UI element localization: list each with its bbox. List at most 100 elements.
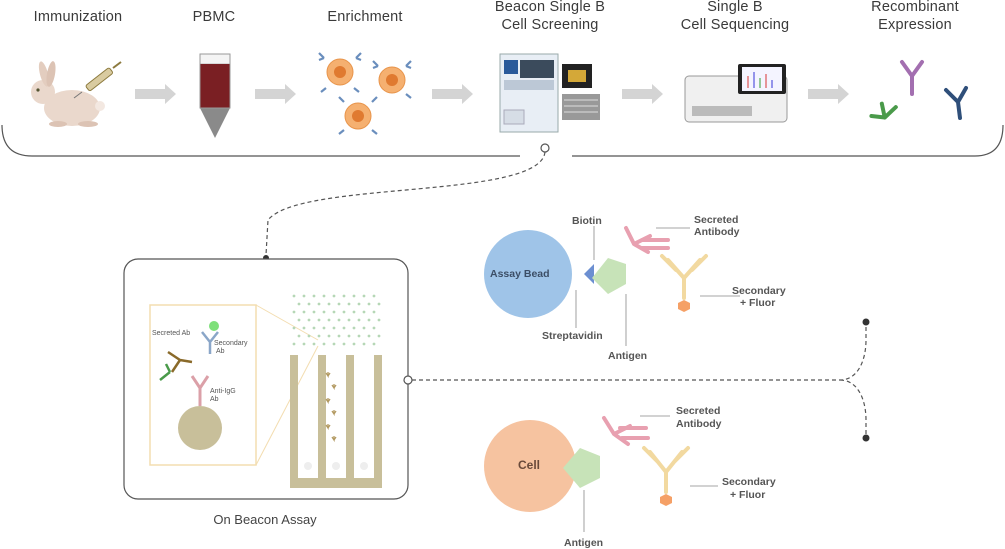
assay-caption: On Beacon Assay <box>213 512 317 527</box>
chip-dot <box>367 318 371 322</box>
dashed-connector-top <box>265 151 546 256</box>
chip-dot <box>327 302 331 306</box>
chip-dot <box>337 334 341 338</box>
chip-dot <box>332 342 336 346</box>
chip-dot <box>347 334 351 338</box>
label-cell-secondary-2: + Fluor <box>730 489 766 501</box>
chip-dot <box>357 318 361 322</box>
chip-dot <box>297 318 301 322</box>
chip-dot <box>322 310 326 314</box>
assay-bead <box>484 230 572 318</box>
step-label-immunization: Immunization <box>33 9 123 25</box>
label-cell-secondary-1: Secondary <box>722 476 776 488</box>
chip-dot <box>357 302 361 306</box>
chip-dot <box>342 310 346 314</box>
label-cell-antigen: Antigen <box>564 537 604 549</box>
sequencer-icon <box>684 64 788 123</box>
chip-dot <box>367 302 371 306</box>
chip-dot <box>312 326 316 330</box>
bead-secondary-ab <box>660 254 708 300</box>
chip-dot <box>362 294 366 298</box>
chip-dot <box>302 326 306 330</box>
dashed-connector-right <box>412 324 867 438</box>
label-bead-secreted-2: Antibody <box>694 226 740 238</box>
chip-dot <box>327 334 331 338</box>
chip-dot <box>377 318 381 322</box>
chip-dot <box>292 342 296 346</box>
arrow-3 <box>432 84 473 104</box>
label-bead-secreted-1: Secreted <box>694 214 739 226</box>
recombinant-ab-green <box>869 101 898 120</box>
inset-anti-igg <box>190 375 210 406</box>
recombinant-antibodies-icon <box>869 60 968 120</box>
inset-label-anti-igg-2: Ab <box>210 396 219 403</box>
chip-dot <box>302 294 306 298</box>
step-label-pbmc: PBMC <box>192 9 236 25</box>
assay-panel-node <box>403 375 413 385</box>
beacon-chip <box>290 355 382 488</box>
chip-dots <box>292 294 381 346</box>
label-bead-antigen: Antigen <box>608 350 648 362</box>
label-assay-bead: Assay Bead <box>490 268 550 280</box>
inset-label-secreted-ab: Secreted Ab <box>152 330 191 337</box>
beacon-instrument-icon <box>499 53 600 133</box>
chip-dot <box>347 302 351 306</box>
chip-dot <box>322 326 326 330</box>
step-label-beacon-line1: Beacon Single B <box>494 0 606 15</box>
cell-secreted-ab <box>602 416 650 446</box>
chip-dot <box>352 326 356 330</box>
chip-dot <box>292 326 296 330</box>
chip-dot <box>302 342 306 346</box>
bracket-node <box>540 143 550 153</box>
chip-dot <box>307 334 311 338</box>
chip-dot <box>292 294 296 298</box>
chip-dot <box>372 326 376 330</box>
chip-dot <box>297 302 301 306</box>
chip-dot <box>317 302 321 306</box>
step-label-beacon-line2: Cell Screening <box>501 17 599 33</box>
inset-secondary-ab <box>201 331 219 354</box>
chip-dot <box>302 310 306 314</box>
chip-dot <box>342 326 346 330</box>
label-streptavidin: Streptavidin <box>542 330 603 342</box>
chip-dot <box>367 334 371 338</box>
chip-dot <box>372 342 376 346</box>
chip-dot <box>307 318 311 322</box>
chip-dot <box>332 326 336 330</box>
step-label-beacon-screening: Beacon Single B Cell Screening <box>470 0 630 34</box>
chip-dot <box>342 342 346 346</box>
chip-dot <box>372 310 376 314</box>
label-biotin: Biotin <box>572 215 602 227</box>
chip-dot <box>352 342 356 346</box>
cell-fluor-icon <box>660 494 672 506</box>
recombinant-ab-navy <box>944 86 968 120</box>
chip-dot <box>342 294 346 298</box>
bead-secreted-ab <box>624 226 670 254</box>
syringe-icon <box>73 61 122 99</box>
chip-dot <box>317 334 321 338</box>
chip-dot <box>362 310 366 314</box>
recombinant-ab-purple <box>900 60 924 96</box>
pbmc-tube-icon <box>199 53 231 138</box>
rabbit-icon <box>31 61 105 127</box>
chip-dot <box>312 310 316 314</box>
step-label-recombinant: Recombinant Expression <box>840 0 990 34</box>
chip-dot <box>352 310 356 314</box>
step-arrows <box>135 84 849 104</box>
chip-dot <box>307 302 311 306</box>
chip-dot <box>347 318 351 322</box>
arrow-1 <box>135 84 176 104</box>
chip-dot <box>377 302 381 306</box>
step-label-recombinant-line1: Recombinant <box>871 0 959 15</box>
arrow-2 <box>255 84 296 104</box>
chip-dot <box>312 294 316 298</box>
bead-antigen <box>592 258 626 294</box>
chip-dot <box>312 342 316 346</box>
chip-dot <box>372 294 376 298</box>
label-bead-secondary-1: Secondary <box>732 285 786 297</box>
inset-fluor-icon <box>209 321 219 331</box>
chip-dot <box>337 302 341 306</box>
cell-shape <box>484 420 576 512</box>
chip-dot <box>357 334 361 338</box>
